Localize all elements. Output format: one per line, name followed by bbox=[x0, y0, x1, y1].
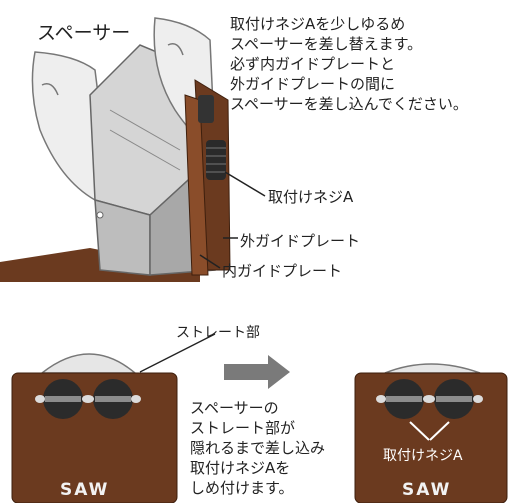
spacer-plate-left bbox=[31, 51, 111, 201]
inner-guide-plate-label: 内ガイドプレート bbox=[222, 262, 343, 280]
instruction-line: スペーサーを差し替えます。 bbox=[230, 35, 423, 53]
screw-knobs bbox=[198, 95, 226, 180]
step-line: 取付けネジAを bbox=[190, 459, 291, 477]
outer-guide-plate-label: 外ガイドプレート bbox=[240, 232, 361, 250]
leader-screw bbox=[224, 171, 266, 197]
assembly-after bbox=[354, 363, 508, 503]
straight-part-label: ストレート部 bbox=[176, 325, 260, 341]
direction-arrow bbox=[224, 355, 290, 389]
step-line: 隠れるまで差し込み bbox=[190, 439, 326, 457]
screw-a-label: 取付けネジA bbox=[268, 188, 354, 206]
brand-logo-right: SAW bbox=[402, 480, 452, 500]
inner-guide-plate bbox=[184, 94, 209, 276]
step-line: しめ付けます。 bbox=[190, 479, 294, 497]
instruction-line: 取付けネジAを少しゆるめ bbox=[230, 15, 406, 33]
instruction-block: 取付けネジAを少しゆるめ スペーサーを差し替えます。 必ず内ガイドプレートと 外… bbox=[230, 14, 468, 114]
brand-logo-left: SAW bbox=[60, 480, 110, 500]
step-line: スペーサーの bbox=[190, 399, 279, 417]
instruction-line: スペーサーを差し込んでください。 bbox=[230, 95, 468, 113]
step-block: スペーサーの ストレート部が 隠れるまで差し込み 取付けネジAを しめ付けます。 bbox=[190, 398, 325, 498]
instruction-line: 必ず内ガイドプレートと bbox=[230, 55, 396, 73]
step-line: ストレート部が bbox=[190, 419, 296, 437]
leader-straight bbox=[139, 333, 216, 373]
leader-inner bbox=[199, 254, 221, 269]
instruction-line: 外ガイドプレートの間に bbox=[230, 75, 396, 93]
assembly-before bbox=[11, 353, 178, 503]
screw-a-label-bottom: 取付けネジA bbox=[383, 448, 463, 464]
spacer-label: スペーサー bbox=[37, 22, 131, 44]
